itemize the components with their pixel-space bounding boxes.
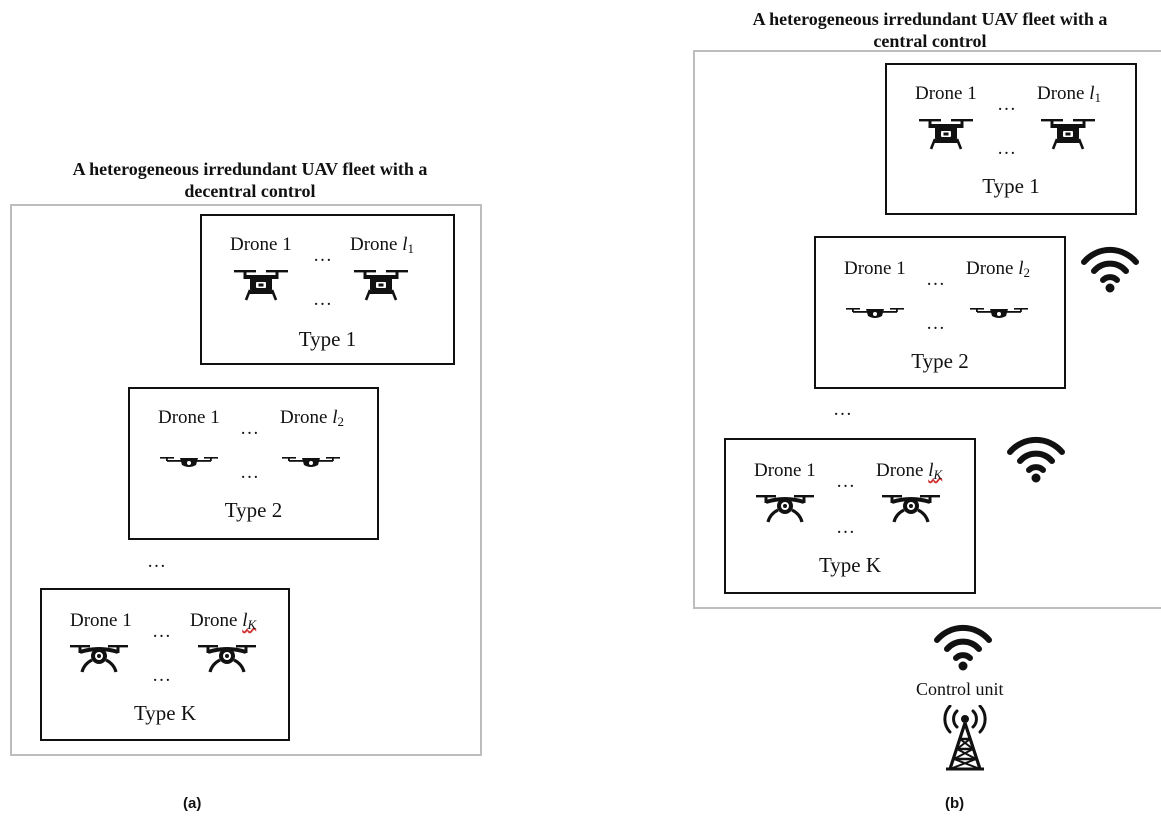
between-groups-ellipsis: … — [147, 551, 168, 572]
panel-b-type2-box: Drone 1 … Drone l2 … Type 2 — [814, 236, 1066, 389]
racing-quadcopter-icon — [70, 643, 128, 674]
drone-1-label: Drone 1 — [844, 258, 906, 279]
ellipsis: … — [152, 621, 173, 642]
radio-tower-icon — [943, 705, 987, 771]
mini-drone-icon — [160, 457, 218, 467]
wifi-icon — [933, 620, 993, 672]
type-label: Type 2 — [224, 498, 283, 522]
drone-l-label: Drone l2 — [966, 258, 1031, 280]
mini-drone-icon — [970, 308, 1028, 318]
drone-l-label: Drone l1 — [350, 234, 415, 256]
drone-l-label: Drone lK — [190, 610, 257, 632]
drone-l-label: Drone lK — [876, 460, 943, 482]
panel-b-title: A heterogeneous irredundant UAV fleet wi… — [700, 8, 1160, 52]
panel-a-title-line2: decentral control — [184, 181, 316, 201]
panel-b-typeK-box: Drone 1 … Drone lK … Type K — [724, 438, 976, 594]
panel-a-typeK-box: Drone 1 … Drone lK … Type K — [40, 588, 290, 741]
quadcopter-camera-icon — [352, 268, 410, 302]
mini-drone-icon — [282, 457, 340, 467]
panel-b-type1-box: Drone 1 … Drone l1 … Type 1 — [885, 63, 1137, 215]
drone-1-label: Drone 1 — [754, 460, 816, 481]
ellipsis: … — [836, 471, 857, 492]
control-unit-label: Control unit — [916, 679, 1004, 699]
quadcopter-camera-icon — [917, 117, 975, 151]
mini-drone-icon — [846, 308, 904, 318]
panel-b-fleet-frame — [693, 50, 1161, 609]
panel-a-caption: (a) — [183, 795, 202, 812]
ellipsis: … — [997, 138, 1018, 159]
ellipsis: … — [152, 665, 173, 686]
wifi-icon — [1006, 432, 1066, 484]
panel-a-type2-box: Drone 1 … Drone l2 … Type 2 — [128, 387, 379, 540]
ellipsis: … — [313, 245, 334, 266]
panel-a-title-line1: A heterogeneous irredundant UAV fleet wi… — [72, 159, 428, 179]
drone-1-label: Drone 1 — [915, 83, 977, 104]
ellipsis: … — [997, 94, 1018, 115]
racing-quadcopter-icon — [756, 493, 814, 524]
drone-1-label: Drone 1 — [158, 407, 220, 428]
drone-1-label: Drone 1 — [230, 234, 292, 255]
type-label: Type K — [818, 553, 882, 577]
type-label: Type 1 — [982, 174, 1040, 198]
ellipsis: … — [836, 517, 857, 538]
racing-quadcopter-icon — [198, 643, 256, 674]
panel-a-title: A heterogeneous irredundant UAV fleet wi… — [10, 158, 490, 202]
drone-l-label: Drone l1 — [1037, 83, 1102, 105]
type-label: Type 1 — [298, 327, 357, 351]
ellipsis: … — [313, 289, 334, 310]
type-label: Type 2 — [911, 349, 969, 373]
drone-l-label: Drone l2 — [280, 407, 345, 429]
ellipsis: … — [240, 418, 261, 439]
drone-1-label: Drone 1 — [70, 610, 132, 631]
ellipsis: … — [926, 313, 947, 334]
panel-b-title-line2: central control — [873, 31, 987, 51]
quadcopter-camera-icon — [1039, 117, 1097, 151]
type-label: Type K — [133, 701, 197, 725]
wifi-icon — [1080, 242, 1140, 294]
ellipsis: … — [926, 269, 947, 290]
quadcopter-camera-icon — [232, 268, 290, 302]
panel-b-caption: (b) — [945, 795, 965, 812]
panel-a-type1-box: Drone 1 … Drone l1 … Type 1 — [200, 214, 455, 365]
ellipsis: … — [240, 462, 261, 483]
panel-a-fleet-frame — [10, 204, 482, 756]
between-groups-ellipsis: … — [833, 399, 854, 420]
panel-b-title-line1: A heterogeneous irredundant UAV fleet wi… — [752, 9, 1108, 29]
racing-quadcopter-icon — [882, 493, 940, 524]
